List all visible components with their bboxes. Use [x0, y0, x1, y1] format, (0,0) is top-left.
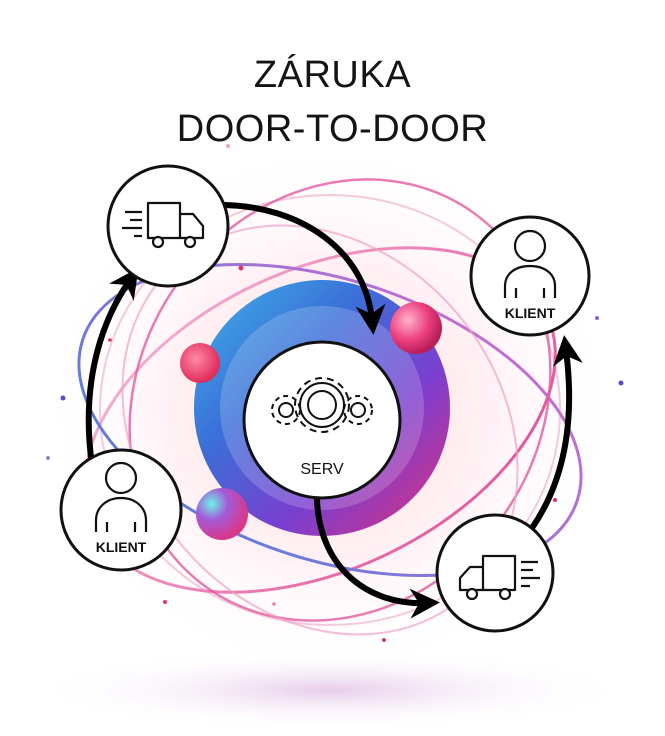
- floating-ball: [390, 302, 442, 354]
- title-line-1: ZÁRUKA: [253, 54, 412, 96]
- client-right-label: KLIENT: [505, 305, 556, 321]
- server-node: SERV: [242, 340, 402, 500]
- arrow-truck-to-client: [529, 335, 583, 531]
- server-label: SERV: [300, 461, 344, 478]
- client-node-right: KLIENT: [469, 215, 591, 337]
- person-icon: [503, 229, 557, 298]
- title-line-2: DOOR-TO-DOOR: [176, 108, 489, 150]
- truck-node-bottom: [435, 513, 555, 633]
- flow-arrows: [85, 202, 583, 619]
- arrow-client-to-truck: [85, 267, 139, 468]
- person-icon: [94, 461, 148, 532]
- delivery-truck-icon: [458, 554, 540, 601]
- floating-ball: [180, 343, 220, 383]
- client-left-label: KLIENT: [96, 539, 147, 555]
- floor-shadow: [30, 650, 630, 730]
- floating-ball: [196, 488, 248, 540]
- sparkle-dots: [46, 144, 624, 642]
- truck-node-top: [106, 164, 230, 288]
- delivery-truck-icon: [122, 201, 205, 249]
- arrow-server-to-truck: [314, 497, 440, 619]
- gears-icon: [271, 377, 373, 433]
- arrow-truck-to-server: [217, 202, 386, 335]
- client-node-left: KLIENT: [59, 448, 183, 572]
